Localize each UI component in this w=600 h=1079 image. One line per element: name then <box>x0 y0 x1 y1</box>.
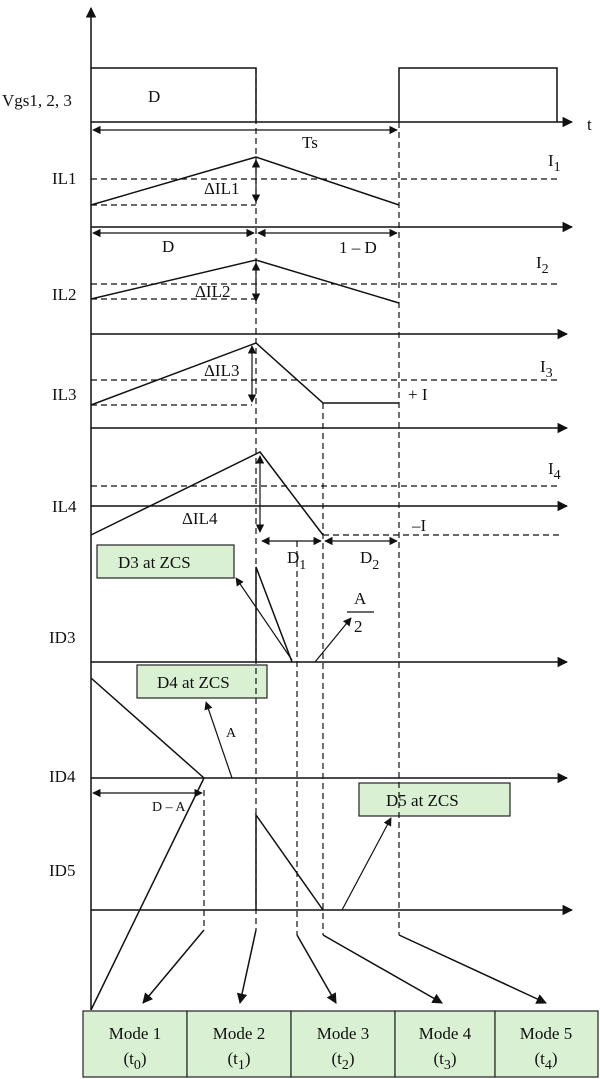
i2-main: I <box>536 253 542 272</box>
dil2-label: ΔIL2 <box>195 282 230 301</box>
d3-zcs-pointer <box>235 577 293 661</box>
mode-5: Mode 5 (t4) <box>494 1010 599 1078</box>
il2-label: IL2 <box>52 285 77 304</box>
il1-label: IL1 <box>52 169 77 188</box>
a-half-pointer <box>314 617 352 663</box>
mode-4-time: (t3) <box>433 1049 456 1073</box>
d2-main: D <box>360 548 372 567</box>
mode-3-time-sub: 2 <box>342 1058 349 1073</box>
il3-waveform <box>90 342 399 406</box>
mode-2-time-t: t <box>233 1049 238 1068</box>
vgs-label: Vgs1, 2, 3 <box>2 91 72 110</box>
i2-label: I2 <box>536 253 549 277</box>
id3-label: ID3 <box>49 628 75 647</box>
mode-1-label: Mode 1 <box>109 1024 161 1043</box>
duty-label: D <box>148 87 160 106</box>
d3-zcs-callout <box>96 544 235 579</box>
a-half-numerator: A <box>354 589 367 608</box>
mode-2-time-sub: 1 <box>238 1058 245 1073</box>
d4-zcs-pointer <box>204 701 233 779</box>
mode-5-time-sub: 4 <box>545 1058 552 1073</box>
mode-2-time: (t1) <box>227 1049 250 1073</box>
mode-4-time-sub: 3 <box>444 1058 451 1073</box>
minus-i-label: –I <box>411 516 427 535</box>
a-half-denominator: 2 <box>354 617 363 636</box>
mode-2: Mode 2 (t1) <box>186 1010 292 1078</box>
mode-1-time: (t0) <box>123 1049 146 1073</box>
a-label: A <box>226 726 237 741</box>
i4-sub: 4 <box>554 468 561 483</box>
d1-sub: 1 <box>299 558 306 573</box>
i4-label: I4 <box>548 459 561 483</box>
il4-waveform <box>90 451 324 536</box>
dil4-label: ΔIL4 <box>182 509 218 528</box>
d5-zcs-text: D5 at ZCS <box>386 791 459 810</box>
duty-label-2: D <box>162 237 174 256</box>
d5-zcs-callout <box>358 782 511 817</box>
il3-label: IL3 <box>52 385 77 404</box>
mode-4-box <box>394 1010 496 1078</box>
id5-label: ID5 <box>49 861 75 880</box>
mode-3-time-t: t <box>337 1049 342 1068</box>
il4-label: IL4 <box>52 497 77 516</box>
d1-main: D <box>287 548 299 567</box>
mode-5-box <box>494 1010 599 1078</box>
dil1-label: ΔIL1 <box>204 179 239 198</box>
mode-4-time-t: t <box>439 1049 444 1068</box>
d3-zcs-text: D3 at ZCS <box>118 553 191 572</box>
mode-5-time-t: t <box>540 1049 545 1068</box>
vgs-pulse-1 <box>91 67 257 122</box>
mode-3-label: Mode 3 <box>317 1024 369 1043</box>
plus-i-label: + I <box>408 385 428 404</box>
d4-zcs-text: D4 at ZCS <box>157 673 230 692</box>
i2-sub: 2 <box>542 262 549 277</box>
d5-zcs-pointer <box>341 817 392 911</box>
mode3-pointer <box>296 934 337 1004</box>
mode-1-time-sub: 0 <box>134 1058 141 1073</box>
mode5-pointer <box>398 934 547 1004</box>
mode1-diagonal <box>90 777 205 1011</box>
i1-main: I <box>548 151 554 170</box>
mode-5-time: (t4) <box>534 1049 557 1073</box>
mode-5-label: Mode 5 <box>520 1024 572 1043</box>
d2-sub: 2 <box>372 558 379 573</box>
d1-label: D1 <box>287 548 306 573</box>
d2-label: D2 <box>360 548 379 573</box>
dil3-label: ΔIL3 <box>204 361 239 380</box>
mode2-pointer <box>236 929 257 1005</box>
mode-4: Mode 4 (t3) <box>394 1010 496 1078</box>
mode-1-time-t: t <box>129 1049 134 1068</box>
mode-4-label: Mode 4 <box>419 1024 472 1043</box>
i3-label: I3 <box>540 357 553 381</box>
id4-waveform <box>90 677 205 779</box>
mode-3: Mode 3 (t2) <box>290 1010 396 1078</box>
one-minus-d-label: 1 – D <box>339 238 377 257</box>
i1-sub: 1 <box>554 160 561 175</box>
mode-3-time: (t2) <box>331 1049 354 1073</box>
d4-zcs-callout <box>136 664 268 699</box>
id4-label: ID4 <box>49 767 76 786</box>
vgs-pulse-2 <box>398 67 558 122</box>
mode-3-box <box>290 1010 396 1078</box>
mode-2-label: Mode 2 <box>213 1024 265 1043</box>
mode-1: Mode 1 (t0) <box>82 1010 188 1078</box>
mode4-pointer <box>322 934 443 1004</box>
d-minus-a-label: D – A <box>152 800 186 815</box>
i3-main: I <box>540 357 546 376</box>
id5-waveform <box>255 812 324 911</box>
time-axis-label: t <box>587 115 592 134</box>
mode1-pointer <box>142 929 205 1004</box>
il1-waveform <box>90 156 400 206</box>
mode-2-box <box>186 1010 292 1078</box>
i3-sub: 3 <box>546 366 553 381</box>
period-label: Ts <box>302 133 318 152</box>
il2-waveform <box>90 259 400 304</box>
i4-main: I <box>548 459 554 478</box>
i1-label: I1 <box>548 151 561 175</box>
